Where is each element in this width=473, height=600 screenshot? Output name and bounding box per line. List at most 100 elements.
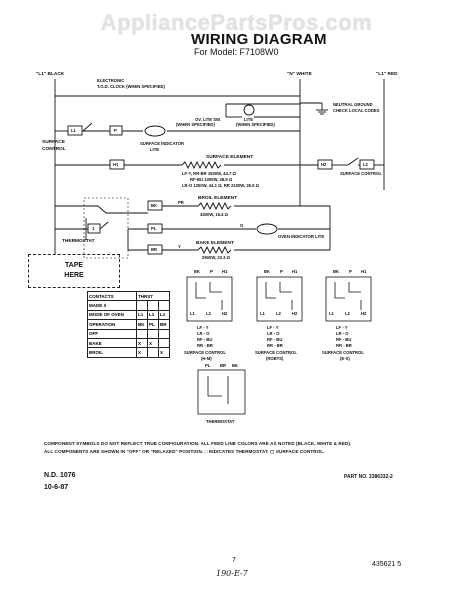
tape-here-box: TAPE HERE bbox=[28, 254, 120, 288]
sc3-line: RR - BR bbox=[336, 343, 352, 348]
note-line-1: COMPONENT SYMBOLS DO NOT REFLECT TRUE CO… bbox=[44, 441, 352, 446]
table-cell: BR bbox=[158, 319, 170, 330]
watermark: AppliancePartsPros.com bbox=[100, 10, 373, 35]
lower-thermostat-label: THERMOSTAT bbox=[206, 419, 235, 424]
terminal-pl: PL bbox=[151, 226, 157, 231]
sc-terminal: L1 bbox=[190, 311, 195, 316]
clock-label-2: T.O.D. CLOCK (WHEN SPECIFIED) bbox=[97, 84, 165, 89]
table-cell: CONTACTS bbox=[87, 290, 137, 302]
terminal-h1: H1 bbox=[113, 162, 119, 167]
surface-element-label: SURFACE ELEMENT bbox=[206, 155, 254, 160]
table-cell: THRST bbox=[136, 290, 170, 302]
wire-y-label: Y bbox=[178, 244, 181, 249]
table-cell: X bbox=[158, 347, 170, 358]
sc1-line: LF - Y bbox=[197, 325, 209, 330]
surface-control-left-label: SURFACE bbox=[42, 140, 65, 145]
table-cell: BK bbox=[136, 319, 148, 330]
sc1-line: RR - BR bbox=[197, 343, 213, 348]
diagram-title: WIRING DIAGRAM bbox=[191, 31, 327, 48]
table-cell: L1 bbox=[147, 309, 159, 321]
wire-pr-label: PR bbox=[178, 200, 184, 205]
lower-thermo-term: BR bbox=[220, 363, 227, 368]
sc1-line: LR - O bbox=[197, 331, 210, 336]
table-cell: X bbox=[136, 347, 148, 358]
table-cell: OFF bbox=[87, 328, 137, 339]
wire-o-label: O bbox=[240, 223, 244, 228]
surface-element-control-label: SURFACE CONTROL bbox=[340, 171, 382, 176]
sc-terminal: L1 bbox=[329, 311, 334, 316]
surface-control-left-label-2: CONTROL bbox=[42, 147, 66, 152]
sc2-line: LR - O bbox=[267, 331, 280, 336]
terminal-br: BR bbox=[151, 247, 158, 252]
surface-element-spec-2: RF-BU 1300W, 28.9 Ω bbox=[190, 177, 233, 182]
terminal-bk: BK bbox=[151, 203, 158, 208]
sc-terminal: H1 bbox=[292, 269, 298, 274]
doc-code: 435621 5 bbox=[372, 561, 402, 568]
table-cell: BAKE bbox=[87, 337, 137, 349]
surface-element-spec-1: LF-Y, RR-BR 1500W, 44.7 Ω bbox=[182, 171, 236, 176]
rail-l1-red-label: "L1" RED bbox=[376, 72, 398, 77]
sc-terminal: H2 bbox=[361, 311, 367, 316]
sc3-line: RF - BU bbox=[336, 337, 352, 342]
terminal-p: P bbox=[114, 128, 117, 133]
sc-terminal: P bbox=[280, 269, 283, 274]
sc-terminal: BK bbox=[264, 269, 271, 274]
table-cell: OPERATION bbox=[87, 319, 137, 330]
ground-label-1: NEUTRAL GROUND bbox=[333, 102, 373, 107]
sc-terminal: P bbox=[210, 269, 213, 274]
thermostat-label: THERMOSTAT bbox=[62, 239, 95, 244]
sc-terminal: H2 bbox=[292, 311, 298, 316]
here-label: HERE bbox=[64, 272, 84, 279]
ov-lite-when-label: (WHEN SPECIFIED) bbox=[176, 122, 215, 127]
table-cell: PL bbox=[147, 319, 159, 330]
page-number: 7 bbox=[232, 557, 236, 564]
tape-label: TAPE bbox=[64, 262, 84, 269]
surface-indicator-label: SURFACE INDICATOR bbox=[140, 141, 185, 146]
surface-element-spec-3: LR-O 1250W, 44.1 Ω, RR 2100W, 26.5 Ω bbox=[182, 183, 260, 188]
table-cell: L1 bbox=[136, 309, 148, 321]
sc-terminal: L2 bbox=[345, 311, 350, 316]
table-cell: X bbox=[136, 337, 148, 349]
sc3-line: LR - O bbox=[336, 331, 349, 336]
terminal-l1: L1 bbox=[71, 128, 76, 133]
table-cell: MADE X bbox=[87, 300, 137, 311]
sc1-line: RF - BU bbox=[197, 337, 213, 342]
part-number: PART NO. 3386332-2 bbox=[344, 474, 393, 480]
lite-label: LITE bbox=[244, 117, 254, 122]
sc2-line: LF - Y bbox=[267, 325, 279, 330]
clock-label-1: ELECTRONIC bbox=[97, 78, 125, 83]
terminal-l2: L2 bbox=[363, 162, 368, 167]
surface-indicator-lite-label: LITE bbox=[150, 147, 160, 152]
rail-n-white-label: "N" WHITE bbox=[287, 72, 312, 77]
table-cell: MODE OF OVEN bbox=[87, 309, 137, 321]
table-cell: BROIL bbox=[87, 347, 137, 358]
nd-number: N.D. 1076 bbox=[44, 472, 76, 479]
sc-terminal: H2 bbox=[222, 311, 228, 316]
note-line-2: ALL COMPONENTS ARE SHOWN IN "OFF" OR "RE… bbox=[44, 449, 325, 454]
ground-label-2: CHECK LOCAL CODES bbox=[333, 108, 380, 113]
sc-terminal: L2 bbox=[206, 311, 211, 316]
ov-lite-label: OV. LITE SW. bbox=[195, 117, 221, 122]
sc3-caption: SURFACE CONTROL bbox=[322, 350, 364, 355]
terminal-one: 1 bbox=[92, 226, 95, 231]
broil-element-label: BROIL ELEMENT bbox=[198, 196, 238, 201]
sc-terminal: H1 bbox=[222, 269, 228, 274]
lower-thermo-term: PL bbox=[205, 363, 211, 368]
model-label: For Model: F7108W0 bbox=[194, 47, 279, 57]
table-cell: L1 bbox=[158, 309, 170, 321]
sc2-caption: SURFACE CONTROL bbox=[255, 350, 297, 355]
sc1-caption-2: (H-M) bbox=[201, 356, 212, 361]
lower-thermo-term: BK bbox=[232, 363, 239, 368]
sc-terminal: L1 bbox=[260, 311, 265, 316]
bake-element-spec: 2500W, 22.3 Ω bbox=[202, 255, 231, 260]
sc1-caption: SURFACE CONTROL bbox=[184, 350, 226, 355]
sc2-line: RR - BR bbox=[267, 343, 283, 348]
table-cell: X bbox=[147, 337, 159, 349]
sc-terminal: BK bbox=[333, 269, 340, 274]
rail-l1-black-label: "L1" BLACK bbox=[36, 72, 65, 77]
sc-terminal: L2 bbox=[276, 311, 281, 316]
sc-terminal: P bbox=[349, 269, 352, 274]
terminal-h2: H2 bbox=[321, 162, 327, 167]
